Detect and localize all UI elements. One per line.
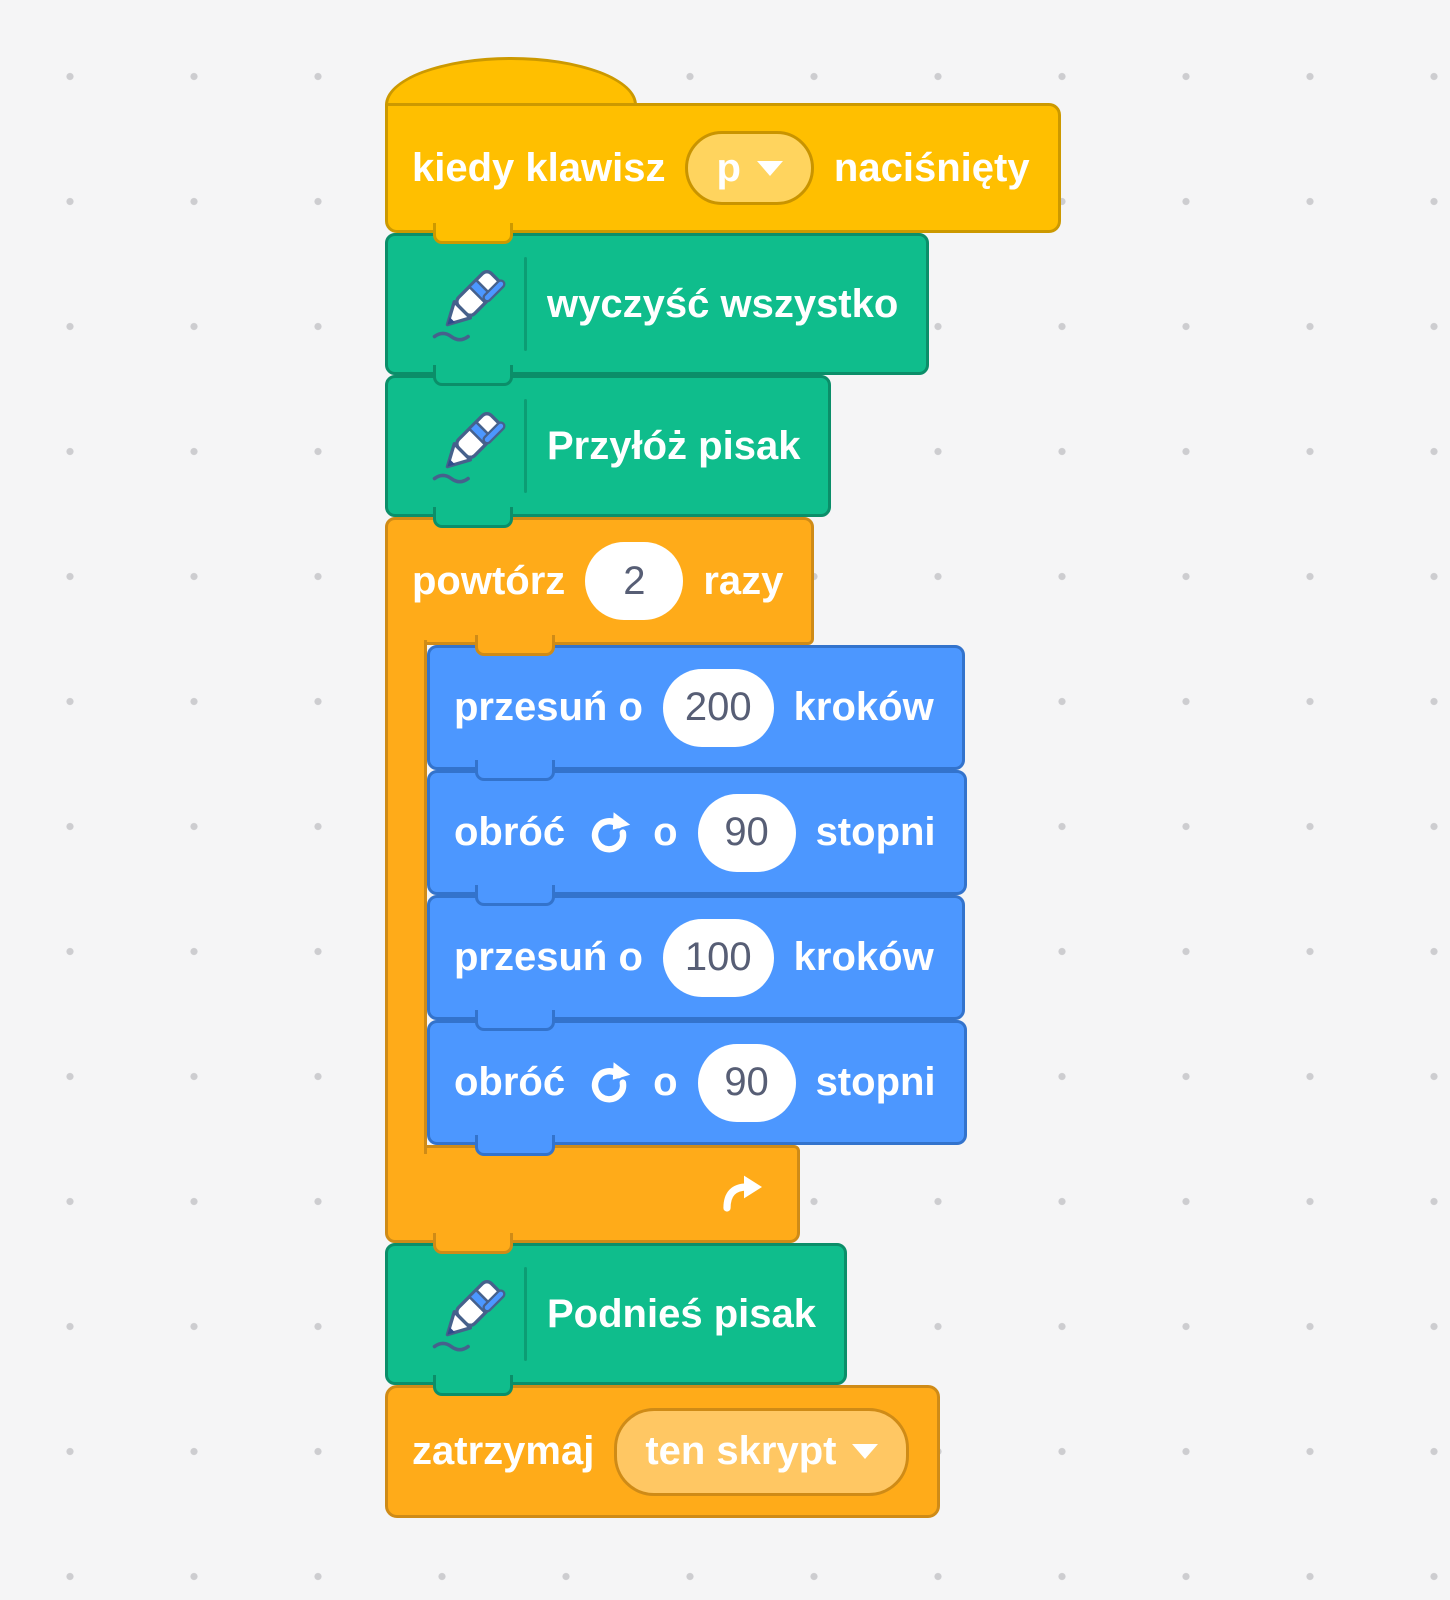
move-prefix-label: przesuń o [454, 685, 643, 729]
move-steps-block[interactable]: przesuń o 200 kroków [427, 645, 965, 781]
pen-up-label: Podnieś pisak [547, 1291, 816, 1336]
degrees-input[interactable]: 90 [697, 793, 796, 872]
stop-block[interactable]: zatrzymaj ten skrypt [385, 1385, 941, 1518]
repeat-suffix-label: razy [703, 558, 784, 603]
repeat-prefix-label: powtórz [412, 558, 566, 603]
turn-clockwise-icon [585, 1059, 633, 1107]
pen-up-block[interactable]: Podnieś pisak [385, 1243, 847, 1396]
move-prefix-label: przesuń o [454, 935, 643, 979]
pen-down-label: Przyłóż pisak [547, 423, 801, 468]
pen-icon [422, 1272, 510, 1356]
turn-suffix-label: stopni [815, 810, 936, 854]
when-key-prefix-label: kiedy klawisz [412, 145, 666, 190]
move-steps-block[interactable]: przesuń o 100 kroków [427, 895, 965, 1031]
pen-icon [422, 404, 510, 488]
key-dropdown[interactable]: p [685, 131, 814, 205]
degrees-input[interactable]: 90 [697, 1043, 796, 1122]
key-dropdown-value: p [716, 145, 741, 190]
turn-mid-label: o [653, 810, 678, 854]
pen-icon [422, 262, 510, 346]
repeat-block-arm[interactable] [385, 640, 427, 1154]
turn-suffix-label: stopni [815, 1060, 936, 1104]
when-key-suffix-label: naciśnięty [833, 145, 1030, 190]
divider [524, 257, 527, 351]
turn-right-block[interactable]: obróć o 90 stopni [427, 1020, 967, 1156]
when-key-pressed-block[interactable]: kiedy klawisz p naciśnięty [385, 103, 1061, 244]
repeat-block-footer[interactable] [385, 1145, 800, 1254]
repeat-block-header[interactable]: powtórz 2 razy [385, 517, 815, 656]
divider [524, 1267, 527, 1361]
stop-option-value: ten skrypt [645, 1429, 837, 1473]
divider [524, 399, 527, 493]
turn-right-block[interactable]: obróć o 90 stopni [427, 770, 967, 906]
pen-erase-all-label: wyczyść wszystko [547, 281, 899, 326]
steps-input[interactable]: 200 [662, 668, 774, 747]
pen-erase-all-block[interactable]: wyczyść wszystko [385, 233, 930, 386]
turn-mid-label: o [653, 1060, 678, 1104]
turn-prefix-label: obróć [454, 1060, 566, 1104]
stop-prefix-label: zatrzymaj [412, 1429, 595, 1473]
repeat-count-input[interactable]: 2 [585, 542, 684, 620]
stop-option-dropdown[interactable]: ten skrypt [614, 1407, 910, 1496]
pen-down-block[interactable]: Przyłóż pisak [385, 375, 832, 528]
turn-prefix-label: obróć [454, 810, 566, 854]
move-suffix-label: kroków [793, 935, 934, 979]
loop-arrow-icon [719, 1172, 771, 1216]
hat-curve[interactable] [385, 57, 637, 105]
move-suffix-label: kroków [793, 685, 934, 729]
chevron-down-icon [852, 1444, 879, 1459]
turn-clockwise-icon [585, 809, 633, 857]
chevron-down-icon [756, 160, 783, 176]
steps-input[interactable]: 100 [662, 918, 774, 997]
